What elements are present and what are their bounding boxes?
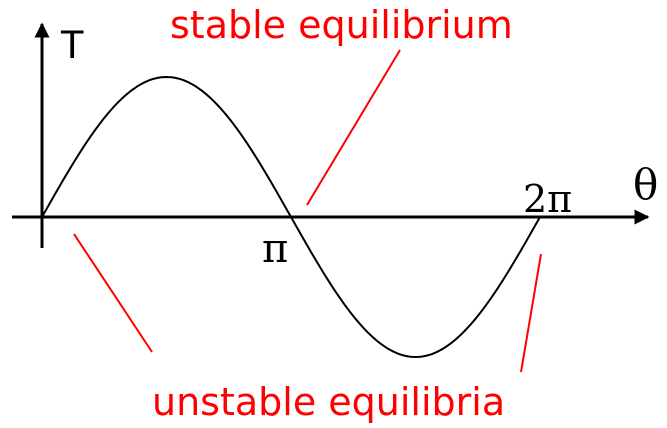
unstable-equilibria-label: unstable equilibria xyxy=(152,380,505,424)
x-axis-label: θ xyxy=(633,160,658,209)
tick-label-pi: π xyxy=(262,226,288,272)
unstable-pointer-line-left xyxy=(73,233,153,353)
y-axis-label: T xyxy=(60,23,84,67)
torque-curve xyxy=(41,75,541,359)
stable-equilibrium-label: stable equilibrium xyxy=(170,3,513,47)
unstable-pointer-line-right xyxy=(520,253,542,373)
stable-pointer-line xyxy=(306,49,401,206)
tick-label-two-pi: 2π xyxy=(523,177,572,221)
